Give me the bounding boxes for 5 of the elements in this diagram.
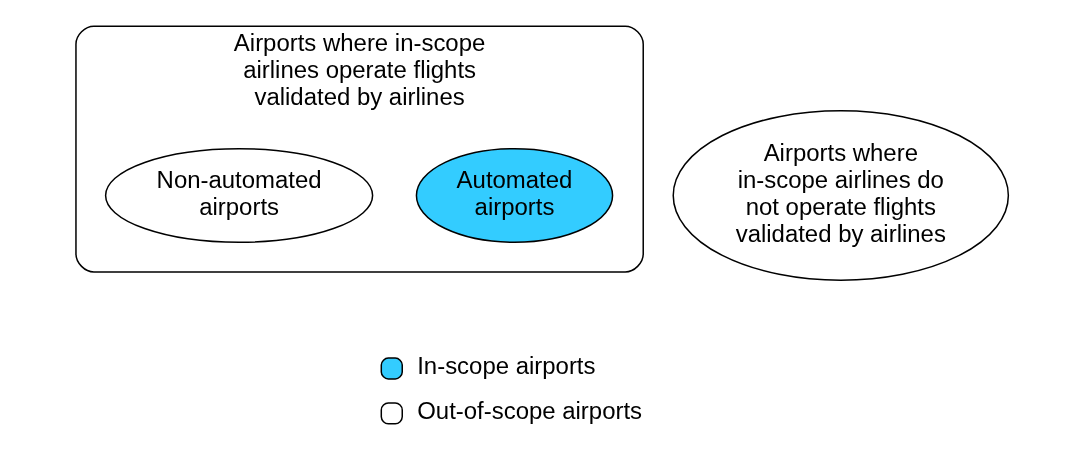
legend-label: Out-of-scope airports — [416, 397, 642, 425]
node-ellipse: Non-automated airports — [104, 148, 373, 243]
node-ellipse: Automated airports — [415, 148, 613, 243]
legend-label: In-scope airports — [416, 352, 595, 380]
node-ellipse: Airports where in-scope airlines do not operate flights validated by airlines — [672, 109, 1009, 281]
